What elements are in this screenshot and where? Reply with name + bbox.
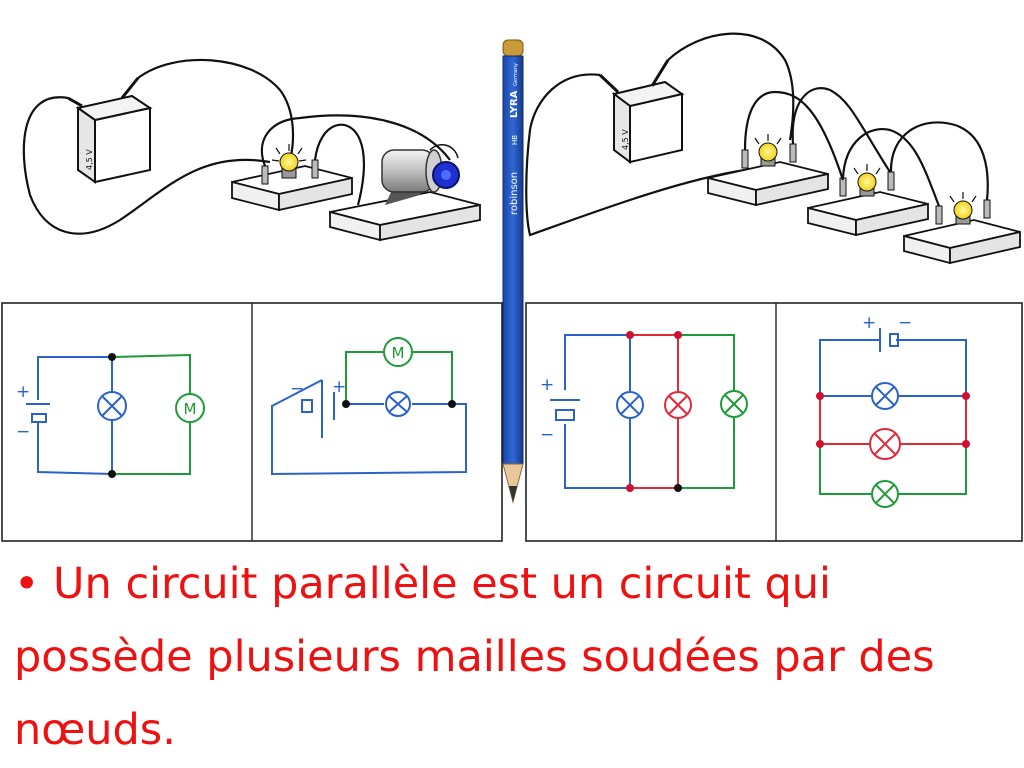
schematic-panels-left: M + − M bbox=[1, 302, 503, 542]
lamp-symbol-icon bbox=[871, 382, 899, 410]
bulb-icon bbox=[853, 164, 881, 197]
lamp-symbol-icon bbox=[720, 390, 748, 418]
left-photo-circuit: 4,5 V bbox=[22, 58, 481, 242]
bulb-icon bbox=[271, 144, 307, 179]
lamp-symbol-icon bbox=[616, 391, 644, 419]
bulb-icon bbox=[949, 192, 977, 225]
node-dot bbox=[674, 484, 682, 492]
node-dot bbox=[962, 440, 970, 448]
bulb-board-2 bbox=[807, 164, 929, 237]
bulb-board-3 bbox=[903, 192, 1021, 265]
pencil-grade-label: HB bbox=[511, 135, 519, 145]
motor-symbol-icon: M bbox=[383, 337, 413, 367]
generator-symbol-icon: + − bbox=[16, 382, 50, 442]
motor-board bbox=[329, 143, 481, 242]
motor-symbol-label: M bbox=[392, 344, 405, 362]
plus-sign: + bbox=[16, 382, 30, 402]
motor-symbol-icon: M bbox=[175, 393, 205, 423]
minus-sign: − bbox=[290, 379, 304, 399]
battery-icon: 4,5 V bbox=[67, 77, 153, 184]
lamp-symbol-icon bbox=[869, 428, 901, 460]
lamp-symbol-icon bbox=[871, 480, 899, 508]
node-dot bbox=[816, 440, 824, 448]
pencil-model-label: robinson bbox=[509, 172, 520, 215]
node-dot bbox=[108, 353, 116, 361]
generator-symbol-icon: + − bbox=[540, 375, 580, 445]
lamp-symbol-icon bbox=[385, 391, 411, 417]
node-dot bbox=[962, 392, 970, 400]
schematic-three-lamps-columns: + − bbox=[540, 331, 748, 492]
battery-icon: 4,5 V bbox=[598, 59, 685, 164]
minus-sign: − bbox=[16, 422, 30, 442]
node-dot bbox=[816, 392, 824, 400]
node-dot bbox=[342, 400, 350, 408]
schematic-three-lamps-rows: + − bbox=[816, 313, 970, 508]
generator-symbol-icon: − + bbox=[290, 377, 346, 420]
bulb-board-left bbox=[231, 144, 353, 212]
bulb-board-1 bbox=[707, 134, 829, 207]
node-dot bbox=[108, 470, 116, 478]
schematic-motor-over-lamp: M − + bbox=[271, 337, 467, 476]
motor-icon bbox=[381, 143, 460, 205]
generator-symbol-icon: + − bbox=[862, 313, 912, 352]
motor-symbol-label: M bbox=[184, 400, 197, 418]
plus-sign: + bbox=[540, 375, 554, 395]
schematic-battery-motor-parallel: M + − bbox=[16, 353, 205, 478]
plus-sign: + bbox=[332, 377, 346, 397]
bullet-icon: • bbox=[14, 559, 40, 609]
pencil-origin-label: Germany bbox=[513, 63, 519, 86]
minus-sign: − bbox=[898, 313, 912, 333]
right-photo-circuit: 4,5 V bbox=[525, 32, 1021, 265]
plus-sign: + bbox=[862, 313, 876, 333]
circuit-illustration: 4,5 V bbox=[1, 32, 1023, 542]
battery-voltage-label: 4,5 V bbox=[621, 129, 630, 150]
node-dot bbox=[626, 484, 634, 492]
slide-caption: • Un circuit parallèle est un circuit qu… bbox=[14, 548, 1014, 767]
bulb-icon bbox=[754, 134, 782, 167]
pencil-brand-label: LYRA bbox=[509, 90, 520, 118]
caption-text: Un circuit parallèle est un circuit qui … bbox=[14, 559, 935, 755]
minus-sign: − bbox=[540, 425, 554, 445]
node-dot bbox=[448, 400, 456, 408]
lamp-symbol-icon bbox=[97, 391, 127, 421]
schematic-panels-right: + − + − bbox=[525, 302, 1023, 542]
node-dot bbox=[674, 331, 682, 339]
pencil-icon: robinson HB LYRA Germany bbox=[502, 39, 524, 504]
lamp-symbol-icon bbox=[664, 391, 692, 419]
battery-voltage-label: 4,5 V bbox=[85, 149, 94, 170]
node-dot bbox=[626, 331, 634, 339]
